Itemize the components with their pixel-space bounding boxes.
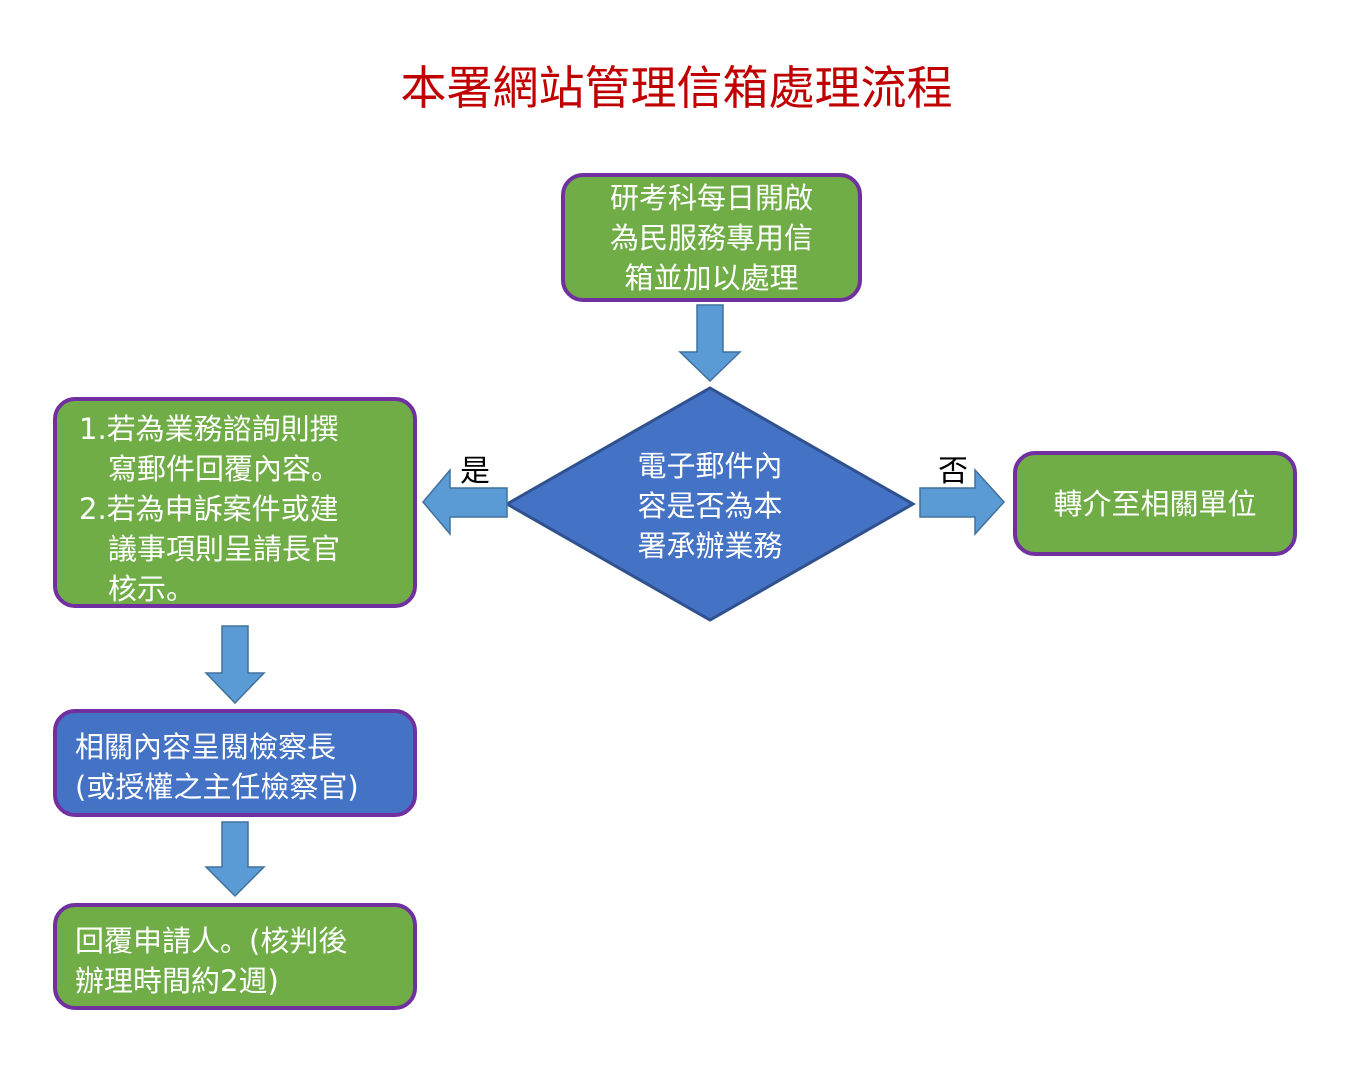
no-action-node: 轉介至相關單位 [1013,451,1297,556]
yes-action-line: 議事項則呈請長官 [108,532,341,566]
edge-label-yes: 是 [460,454,490,489]
start-node-line: 研考科每日開啟 [609,180,813,215]
yes-action-line: 寫郵件回覆內容。 [108,452,341,486]
start-node: 研考科每日開啟 為民服務專用信 箱並加以處理 [561,173,862,302]
reply-node: 回覆申請人。(核判後 辦理時間約2週) [53,903,417,1010]
decision-node-line: 容是否為本 [637,489,783,523]
yes-action-line: 2.若為申訴案件或建 [79,492,339,526]
decision-node-line: 署承辦業務 [637,529,783,563]
start-node-line: 為民服務專用信 [609,220,813,255]
arrow-down-icon [204,821,266,898]
review-line: (或授權之主任檢察官) [75,770,359,804]
reply-line: 辦理時間約2週) [75,964,279,998]
yes-action-line: 核示。 [108,572,196,606]
page-title: 本署網站管理信箱處理流程 [400,61,953,115]
decision-node-line: 電子郵件內 [637,449,783,483]
no-action-line: 轉介至相關單位 [1053,486,1257,521]
arrow-down-icon [204,625,266,705]
arrow-down-icon [678,304,742,383]
start-node-line: 箱並加以處理 [624,260,799,295]
decision-node-text: 電子郵件內 容是否為本 署承辦業務 [560,446,860,566]
arrow-right-icon [919,468,1006,536]
yes-action-node: 1.若為業務諮詢則撰 寫郵件回覆內容。 2.若為申訴案件或建 議事項則呈請長官 … [53,397,417,608]
arrow-left-icon [422,467,508,537]
edge-label-no: 否 [938,454,968,489]
decision-diamond [503,386,917,622]
review-node: 相關內容呈閱檢察長 (或授權之主任檢察官) [53,709,417,817]
review-line: 相關內容呈閱檢察長 [75,730,337,764]
reply-line: 回覆申請人。(核判後 [75,924,348,958]
yes-action-line: 1.若為業務諮詢則撰 [79,412,339,446]
